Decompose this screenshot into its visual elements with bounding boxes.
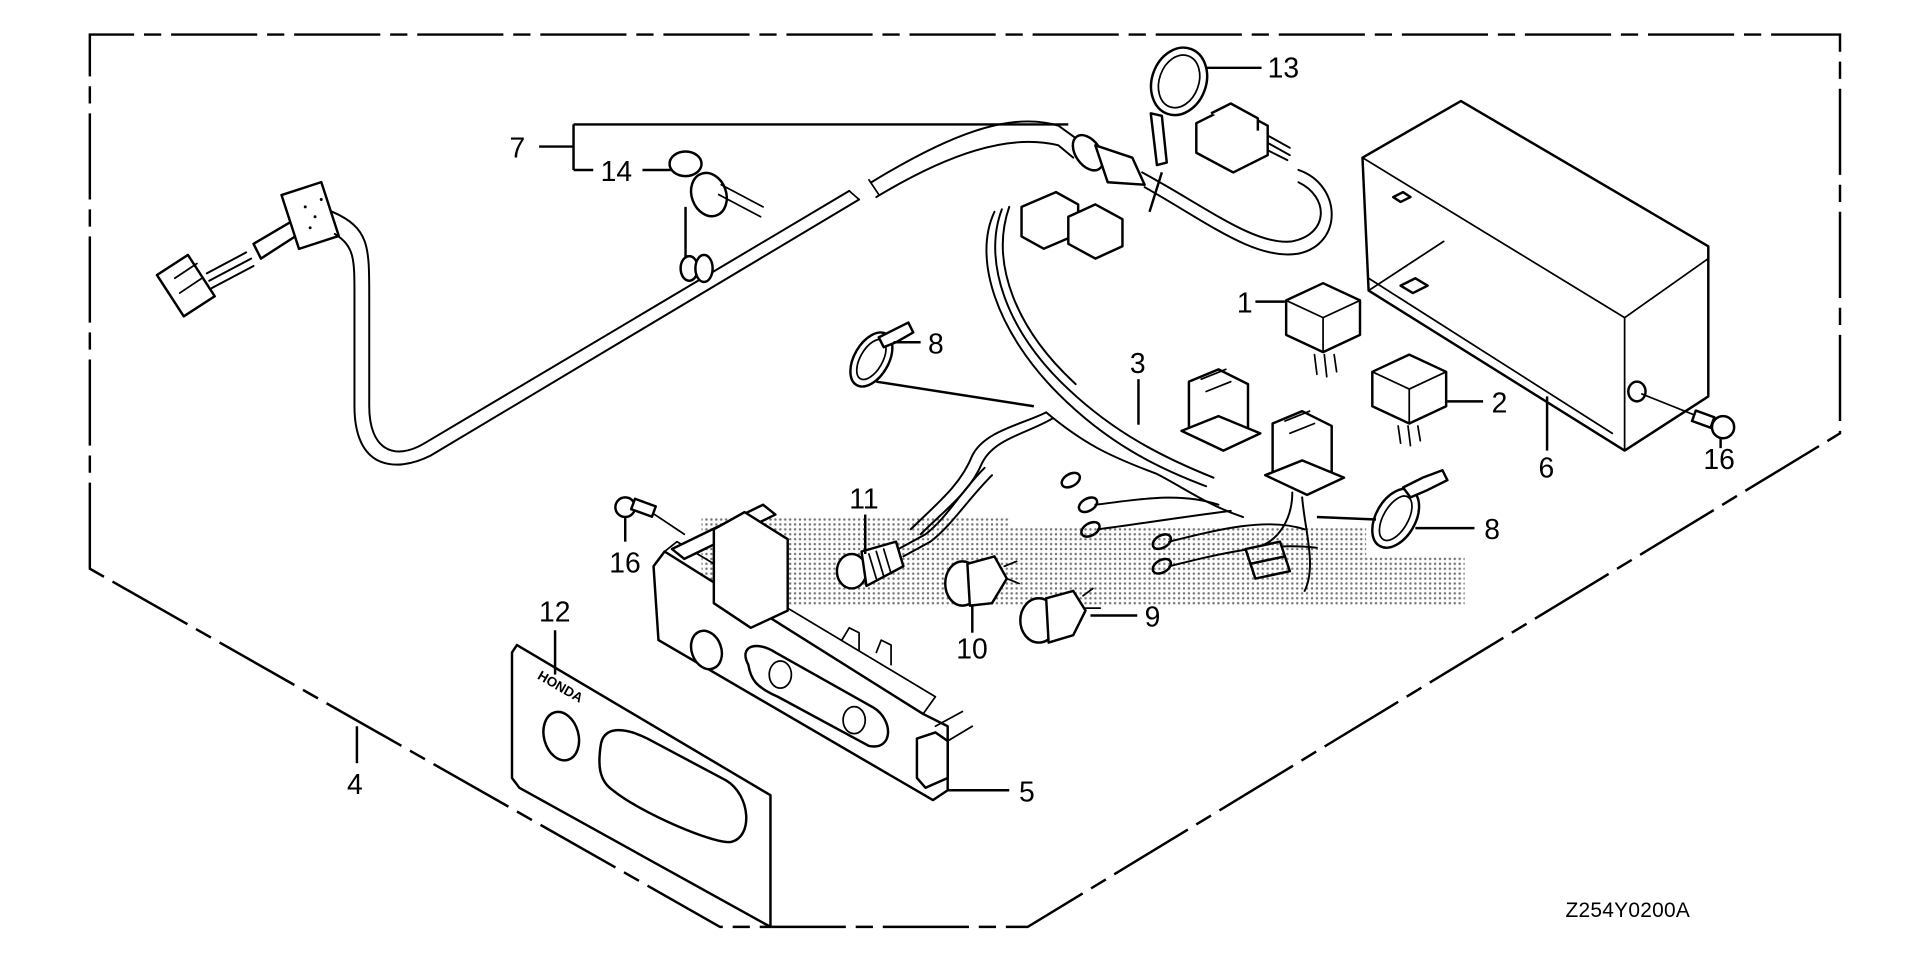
screw-16-right [1640,393,1736,440]
callout-12: 12 [539,596,570,628]
callout-16-left: 16 [609,546,640,578]
callout-10: 10 [956,633,987,665]
push-switch-9 [1019,587,1138,644]
callout-1: 1 [1237,287,1253,319]
callout-14: 14 [601,155,632,187]
drawing-code: Z254Y0200A [1566,899,1691,922]
relay-socket-1 [1180,368,1262,452]
wire-band-8-lower [1316,469,1449,549]
relay-socket-2 [1264,409,1346,497]
callout-8-upper: 8 [928,327,944,359]
callout-13: 13 [1268,52,1299,84]
control-panel [652,503,1010,802]
harness-connector-left [155,180,341,318]
harness-connector-right [1195,102,1291,174]
panel-label: HONDA [510,643,772,929]
callout-16-right: 16 [1703,443,1734,475]
callout-8-lower: 8 [1484,513,1500,545]
shading-stipple [701,517,1465,606]
push-switch-10 [944,555,1020,633]
callout-6: 6 [1538,452,1554,484]
callout-2: 2 [1492,386,1508,418]
control-box-cover [1361,99,1710,452]
relay-1 [1284,281,1362,378]
callout-3: 3 [1130,347,1146,379]
callout-5: 5 [1019,775,1035,807]
callout-7: 7 [510,132,526,164]
callout-labels: 1 2 3 4 5 6 7 8 8 9 10 11 12 13 14 16 16 [347,52,1735,808]
callout-9: 9 [1145,601,1161,633]
callout-11: 11 [849,482,878,514]
wire-band-8-upper [849,321,1035,408]
kit-boundary [88,33,1842,929]
harness-clamp [668,150,764,284]
wire-band-13 [1148,46,1209,213]
screw-16-left [614,496,686,542]
relay-2 [1371,353,1448,447]
leader-lines [355,66,1722,764]
callout-4: 4 [347,768,363,800]
pilot-lamp [835,466,993,590]
